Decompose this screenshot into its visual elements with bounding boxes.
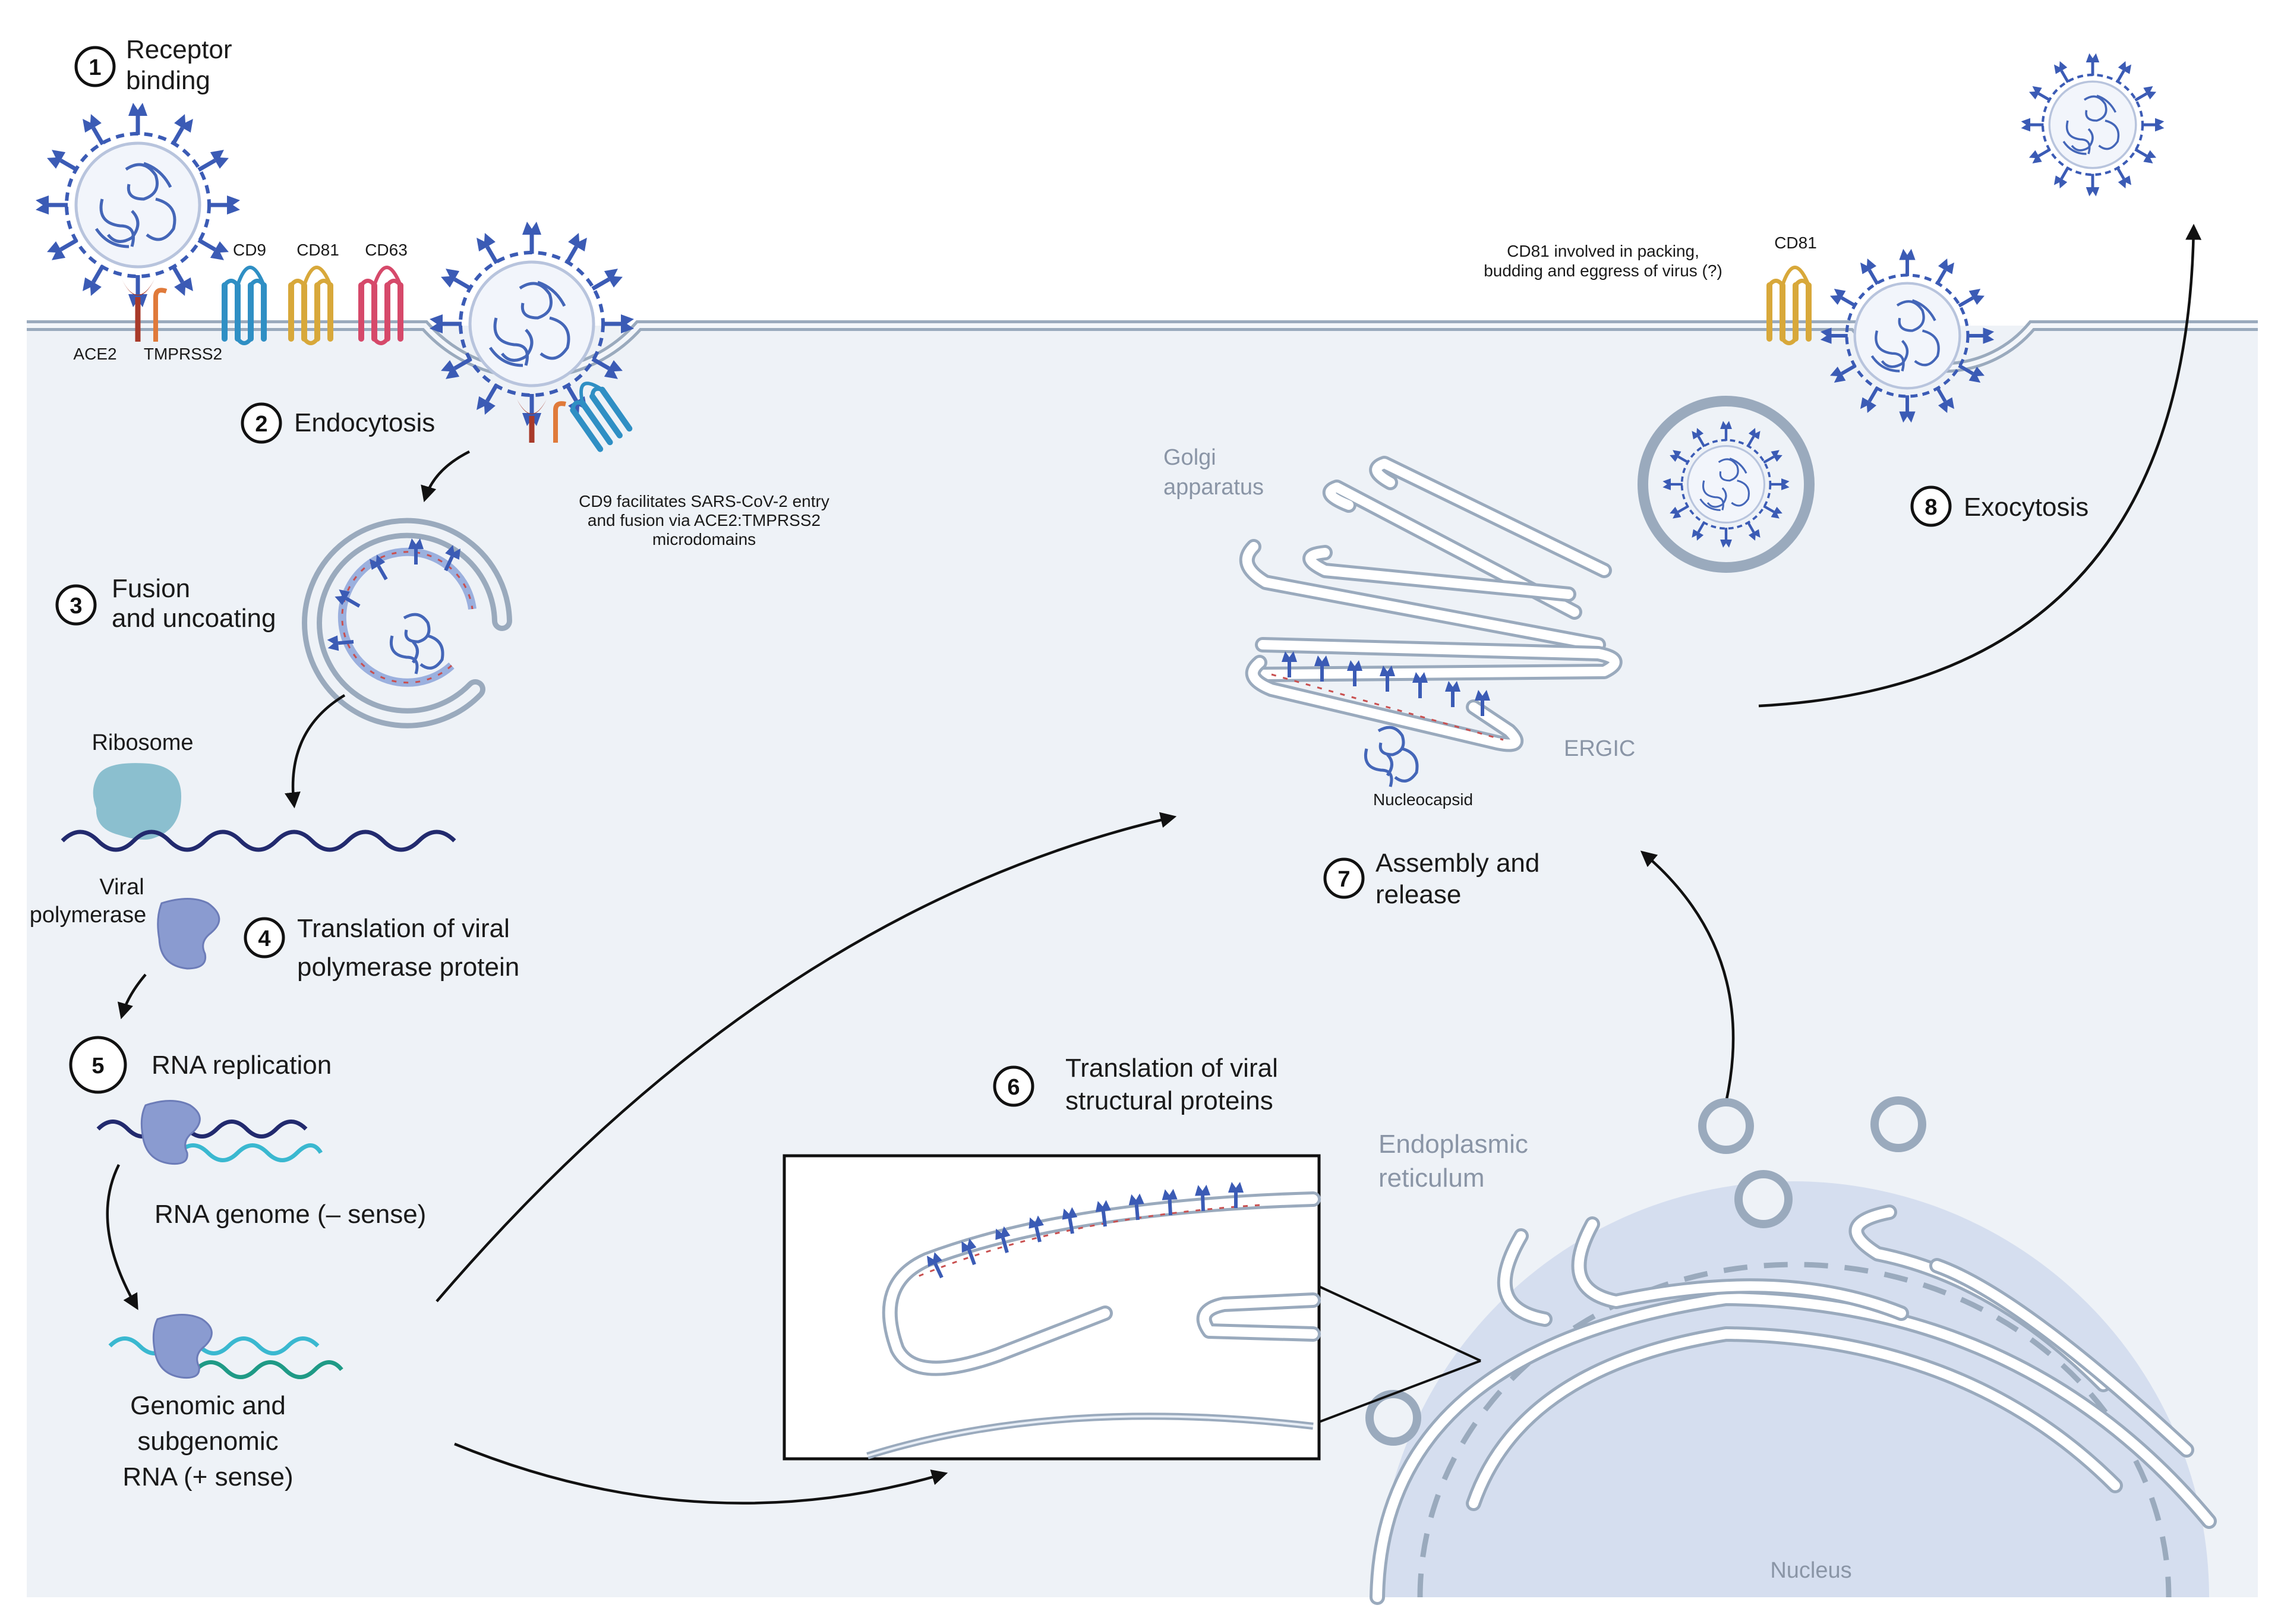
arrow-2-to-3	[421, 450, 471, 503]
rna-genome-cyan-strand	[176, 1143, 323, 1162]
pit-tmprss2-receptor	[553, 401, 566, 443]
step-3-number: 3	[70, 594, 82, 619]
arrow-rna-to-assembly	[436, 812, 1177, 1303]
rna-genome-label: RNA genome (– sense)	[154, 1200, 426, 1229]
plus-rna-cyan-strand	[108, 1336, 320, 1355]
step-3-badge: 3	[55, 584, 97, 626]
cd81-right-label: CD81	[1774, 234, 1817, 252]
cd63-tetraspanin	[358, 266, 403, 345]
er-label-line1: Endoplasmic	[1378, 1130, 1528, 1159]
virus-bound-to-receptor	[36, 103, 240, 307]
step-3-label-line1: Fusion	[112, 574, 190, 603]
cd9-note-line2: and fusion via ACE2:TMPRSS2	[588, 511, 821, 529]
ribosome	[93, 763, 181, 840]
step-6-label-line1: Translation of viral	[1065, 1054, 1278, 1083]
inset-connector-top	[1318, 1285, 1481, 1362]
plus-rna-teal-strand	[194, 1360, 343, 1379]
er-vesicles	[1365, 1096, 1926, 1446]
step-2-label: Endocytosis	[294, 408, 435, 437]
step-4-number: 4	[258, 926, 270, 951]
released-virus	[2021, 53, 2165, 197]
ergic-label: ERGIC	[1564, 736, 1635, 761]
rna-genome-dark-strand	[96, 1120, 308, 1139]
ribosome-label: Ribosome	[92, 730, 193, 755]
er-label-line2: reticulum	[1378, 1163, 1485, 1193]
nucleus-label: Nucleus	[1770, 1558, 1851, 1583]
pit-ace2-receptor	[517, 399, 547, 443]
arrow-assembly-to-exocytosis	[1758, 223, 2202, 708]
er-zoom-inset	[783, 1154, 1321, 1461]
ace2-receptor	[122, 279, 154, 342]
genomic-label-line1: Genomic and	[130, 1391, 286, 1420]
arrow-3-to-4	[285, 694, 346, 809]
step-1-badge: 1	[74, 46, 116, 87]
mrna-strand	[61, 830, 456, 852]
ace2-label: ACE2	[73, 345, 116, 363]
inset-connector-bottom	[1318, 1360, 1481, 1423]
tmprss2-receptor	[153, 288, 168, 342]
cd9-note-line1: CD9 facilitates SARS-CoV-2 entry	[579, 492, 829, 510]
step-1-label-line1: Receptor	[126, 35, 232, 64]
viral-polymerase-label-line1: Viral	[99, 875, 144, 900]
step-8-badge: 8	[1910, 485, 1952, 527]
step-5-number: 5	[92, 1054, 104, 1079]
step-3-label-line2: and uncoating	[112, 604, 276, 633]
golgi-apparatus	[1239, 456, 1623, 682]
cd9-note-line3: microdomains	[652, 530, 756, 548]
arrow-5-to-subgenomic	[106, 1163, 138, 1310]
cd9-label: CD9	[233, 241, 266, 259]
step-7-badge: 7	[1323, 857, 1365, 899]
viral-polymerase-label-line2: polymerase	[30, 903, 146, 928]
step-5-label: RNA replication	[152, 1051, 332, 1080]
plasma-membrane	[27, 320, 2258, 380]
ergic	[1245, 655, 1524, 752]
step-1-number: 1	[89, 55, 101, 80]
arrow-er-to-assembly	[1640, 850, 1735, 1103]
secretory-vesicle	[1638, 396, 1815, 573]
tmprss2-label: TMPRSS2	[144, 345, 222, 363]
step-5-badge: 5	[69, 1036, 127, 1094]
replication-polymerase	[140, 1100, 201, 1165]
step-2-number: 2	[255, 412, 267, 437]
subgenomic-polymerase	[152, 1314, 213, 1379]
arrow-4-to-5	[117, 973, 147, 1020]
step-4-label-line2: polymerase protein	[297, 953, 519, 982]
genomic-label-line3: RNA (+ sense)	[122, 1462, 293, 1491]
step-6-label-line2: structural proteins	[1065, 1086, 1273, 1115]
cd81-note-line2: budding and eggress of virus (?)	[1484, 261, 1722, 280]
step-4-badge: 4	[244, 917, 285, 958]
cd81-note-line1: CD81 involved in packing,	[1507, 242, 1699, 260]
cd63-label: CD63	[365, 241, 408, 259]
genomic-label-line2: subgenomic	[137, 1427, 278, 1456]
cd81-label: CD81	[296, 241, 339, 259]
step-7-label-line2: release	[1375, 880, 1461, 909]
step-1-label-line2: binding	[126, 66, 210, 95]
arrow-rna-to-er	[454, 1442, 948, 1505]
cd81-right-tetraspanin	[1766, 266, 1812, 345]
step-7-label-line1: Assembly and	[1375, 849, 1539, 878]
endoplasmic-reticulum	[1370, 1204, 2217, 1605]
step-8-number: 8	[1925, 495, 1937, 520]
cd9-tetraspanin	[222, 266, 267, 345]
step-8-label: Exocytosis	[1964, 493, 2088, 522]
pit-cd9-tetraspanin	[570, 381, 633, 452]
step-2-badge: 2	[241, 402, 282, 444]
step-6-number: 6	[1007, 1075, 1020, 1100]
cd81-tetraspanin	[288, 266, 333, 345]
step-7-number: 7	[1337, 867, 1350, 892]
step-4-label-line1: Translation of viral	[297, 914, 510, 943]
golgi-label-line2: apparatus	[1163, 475, 1264, 500]
golgi-label-line1: Golgi	[1163, 445, 1216, 470]
step-6-badge: 6	[993, 1065, 1034, 1107]
viral-polymerase	[157, 898, 220, 970]
nucleocapsid-label: Nucleocapsid	[1373, 790, 1473, 809]
